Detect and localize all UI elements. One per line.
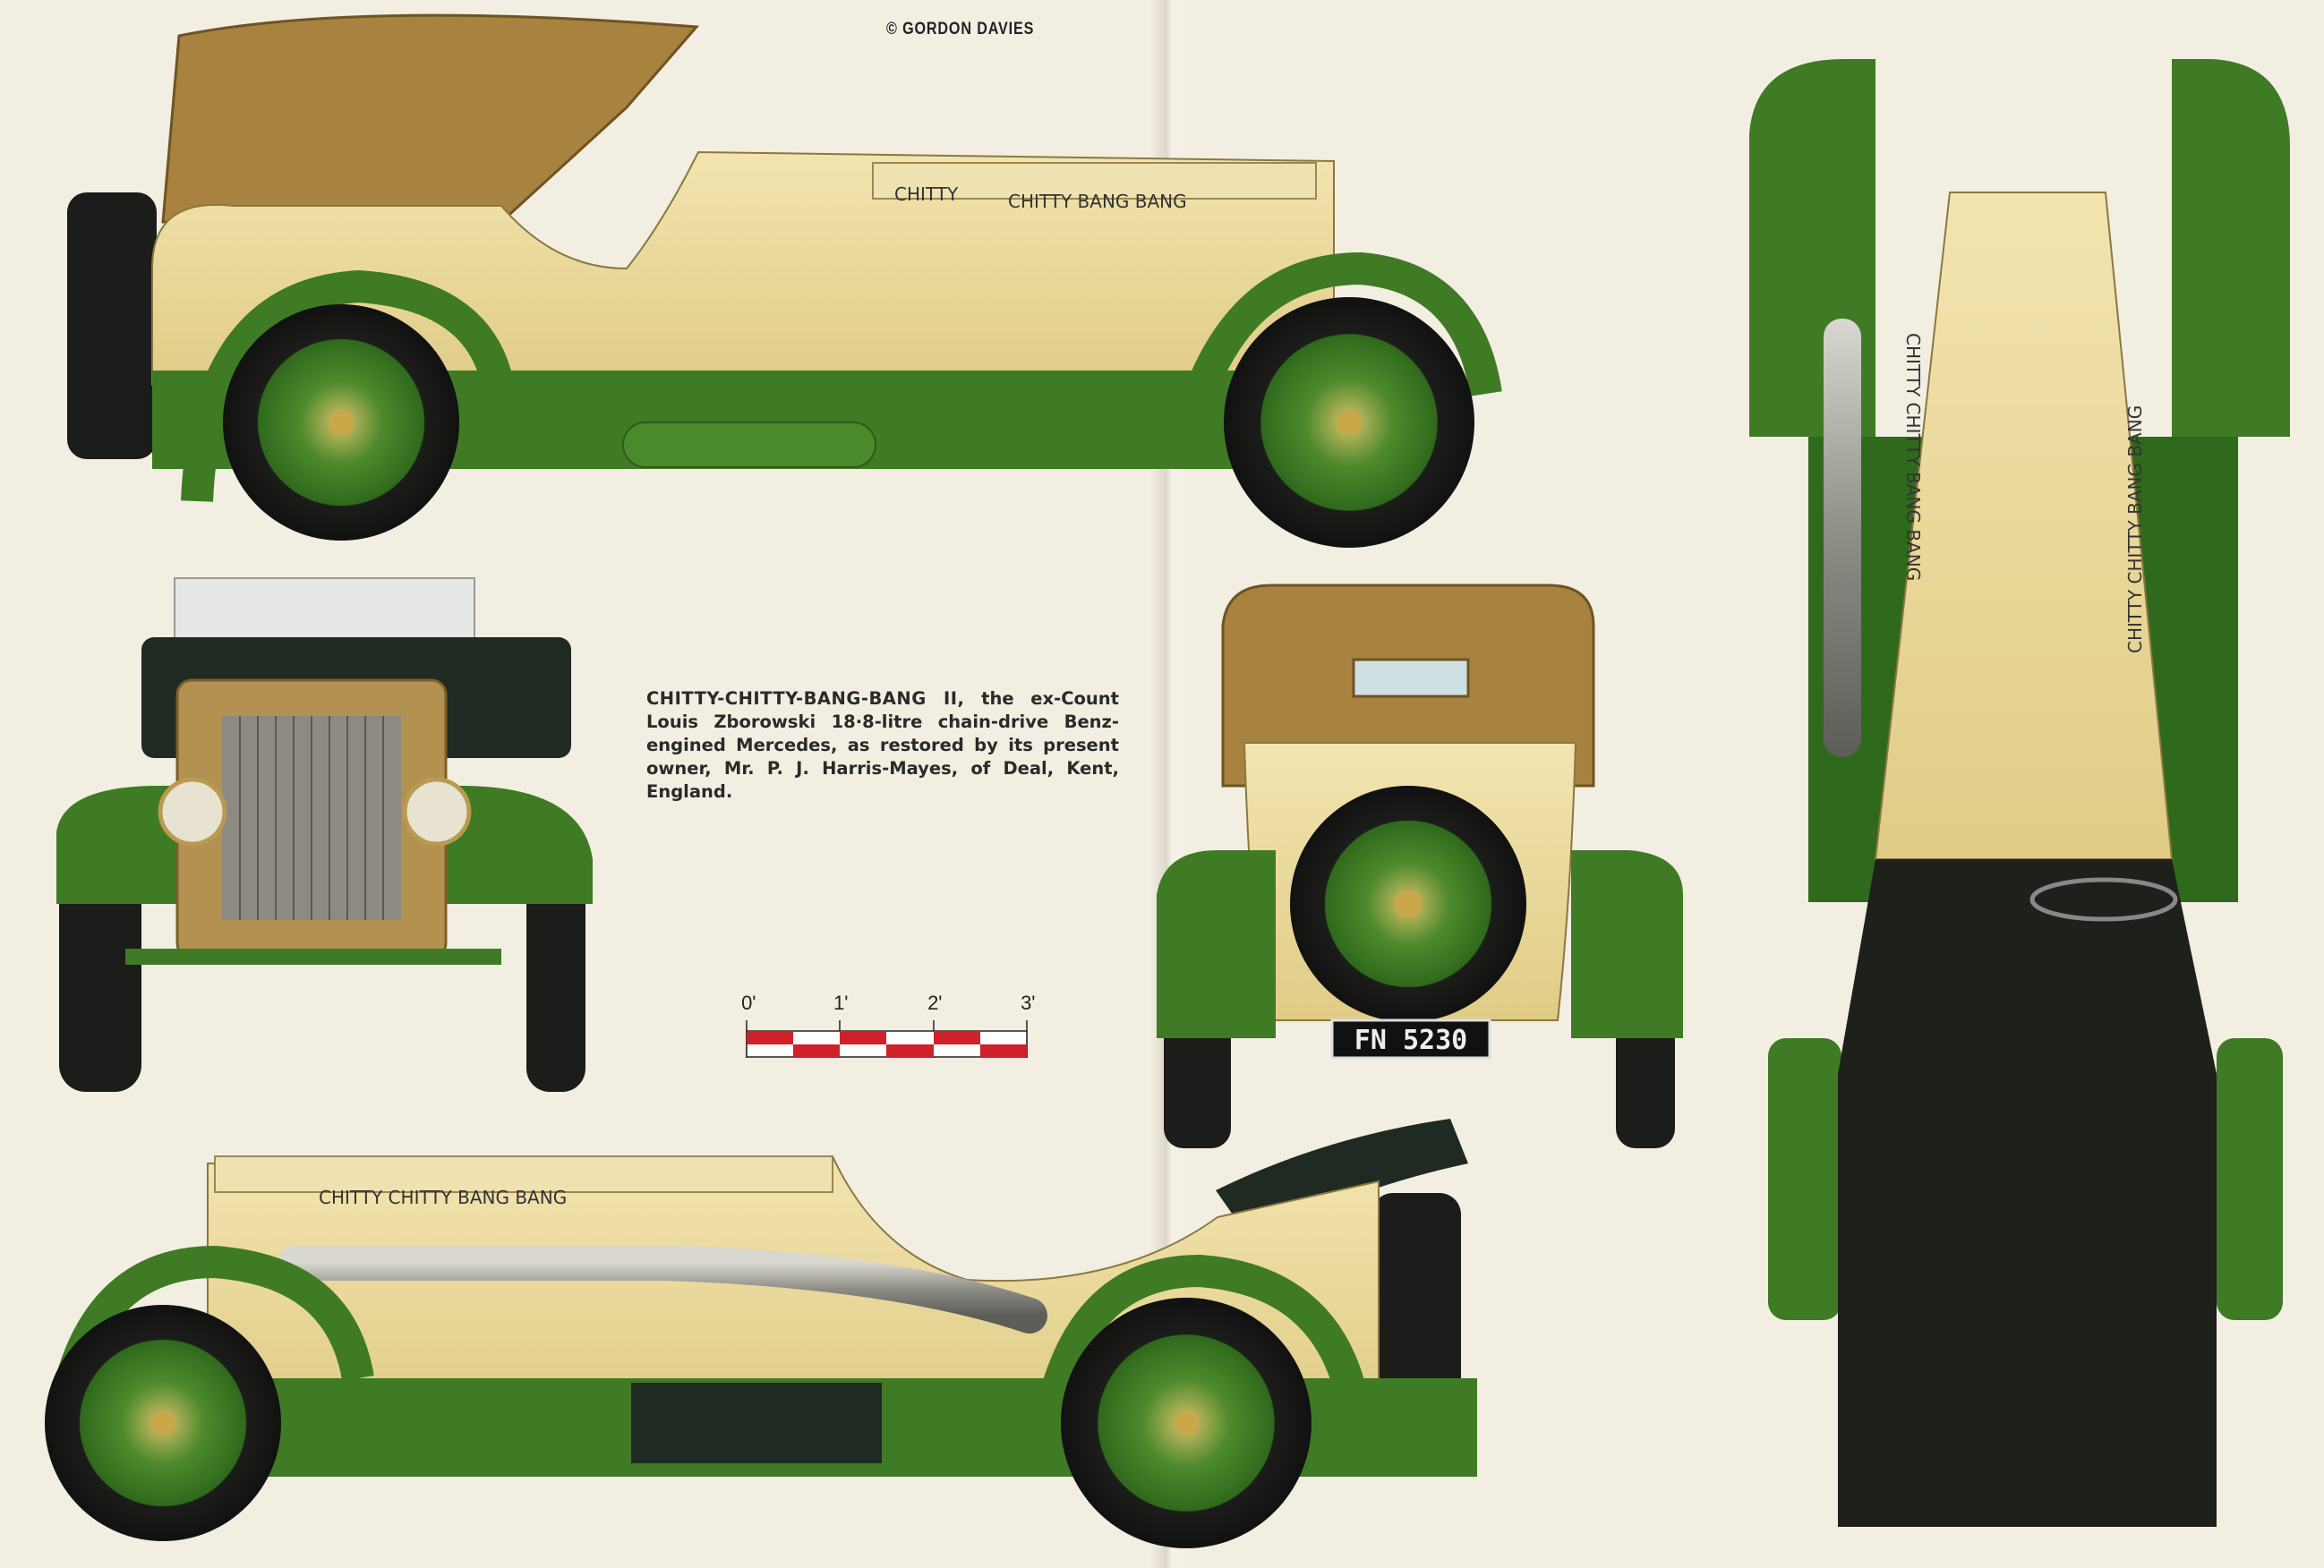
exhaust <box>622 422 876 468</box>
rear-fender-right <box>1571 850 1683 1038</box>
lettering-chitty-bang-bang: CHITTY BANG BANG <box>1008 191 1187 212</box>
lettering-bottom: CHITTY CHITTY BANG BANG <box>319 1187 567 1208</box>
battery-box <box>631 1383 882 1463</box>
rear-fender <box>181 269 517 502</box>
scale-label-0: 0' <box>741 992 756 1014</box>
front-axle <box>125 949 501 965</box>
spare-tire <box>67 192 157 459</box>
rear-right-tire <box>1616 1020 1675 1148</box>
scale-label-2: 2' <box>927 992 943 1014</box>
headlight-right <box>402 777 472 847</box>
license-plate <box>1330 1018 1491 1060</box>
rear-fender-bottom <box>1031 1254 1368 1435</box>
lettering-plan-right: CHITTY CHITTY BANG BANG <box>2124 405 2146 653</box>
rear-tire-left-plan <box>1768 1038 1841 1320</box>
cockpit-plan <box>1838 859 2217 1527</box>
illustrator-credit: © GORDON DAVIES <box>886 20 1035 38</box>
front-left-tire <box>59 846 141 1092</box>
windscreen <box>174 577 475 642</box>
front-fender <box>1175 251 1502 426</box>
side-view-top-car: CHITTY CHITTY BANG BANG <box>67 13 1502 548</box>
front-fender-right-plan <box>2172 59 2290 437</box>
caption: CHITTY-CHITTY-BANG-BANG II, the ex-Count… <box>646 687 1119 804</box>
rear-view-car: FN 5230 <box>1157 584 1683 1148</box>
lettering-chitty: CHITTY <box>894 183 959 205</box>
steering-wheel-plan <box>2029 877 2178 922</box>
caption-body: the ex-Count Louis Zborowski 18·8-litre … <box>646 688 1119 802</box>
scale-label-1: 1' <box>833 992 849 1014</box>
front-view-car <box>56 577 593 1092</box>
scale-bar: 0' 1' 2' 3' <box>741 992 1036 1059</box>
plan-view-car: CHITTY CHITTY BANG BANG CHITTY CHITTY BA… <box>1749 59 2290 1527</box>
scale-bar-graphic <box>746 1020 1028 1058</box>
rear-tire-right-plan <box>2217 1038 2283 1320</box>
canvas-hood <box>161 13 700 224</box>
lettering-plan-left: CHITTY CHITTY BANG BANG <box>1902 333 1924 581</box>
side-view-bottom-car: CHITTY CHITTY BANG BANG <box>45 1119 1477 1548</box>
headlight-left <box>158 777 227 847</box>
scale-label-3: 3' <box>1021 992 1036 1014</box>
caption-title: CHITTY-CHITTY-BANG-BANG II, <box>646 688 965 709</box>
exhaust-plan <box>1824 319 1861 757</box>
rear-fender-left <box>1157 850 1276 1038</box>
bonnet-top <box>872 162 1317 200</box>
rear-window <box>1352 658 1470 698</box>
license-plate-text: FN 5230 <box>1354 1025 1467 1056</box>
rear-left-tire <box>1164 1020 1231 1148</box>
front-right-tire <box>526 846 585 1092</box>
exhaust-pipe <box>278 1245 1047 1334</box>
bonnet-bottom <box>214 1155 833 1193</box>
